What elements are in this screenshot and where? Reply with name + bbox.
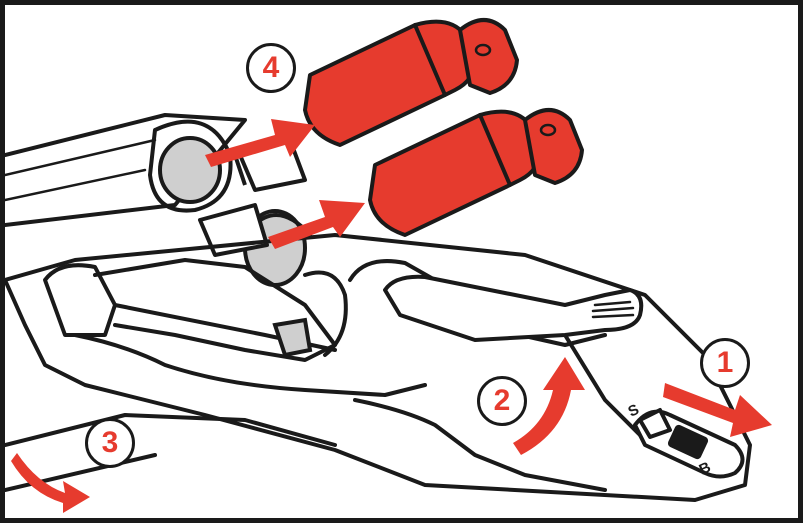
arrow-step-3 (11, 453, 90, 513)
chamber-upper (158, 136, 222, 204)
arrow-step-2 (513, 357, 585, 455)
barrels (5, 113, 247, 227)
shell-upper (303, 18, 519, 147)
shell-lower (368, 108, 584, 237)
step-badge-2: 2 (477, 376, 527, 426)
eject-arrow-upper (205, 119, 315, 167)
step-badge-4: 4 (246, 43, 296, 93)
illustration: S B (5, 18, 772, 513)
step-badge-1: 1 (700, 338, 750, 388)
arrow-step-1 (663, 383, 772, 437)
safety-slide (633, 408, 745, 479)
eject-arrow-lower (268, 200, 365, 249)
top-lever (383, 274, 644, 342)
step-badge-3: 3 (85, 418, 135, 468)
